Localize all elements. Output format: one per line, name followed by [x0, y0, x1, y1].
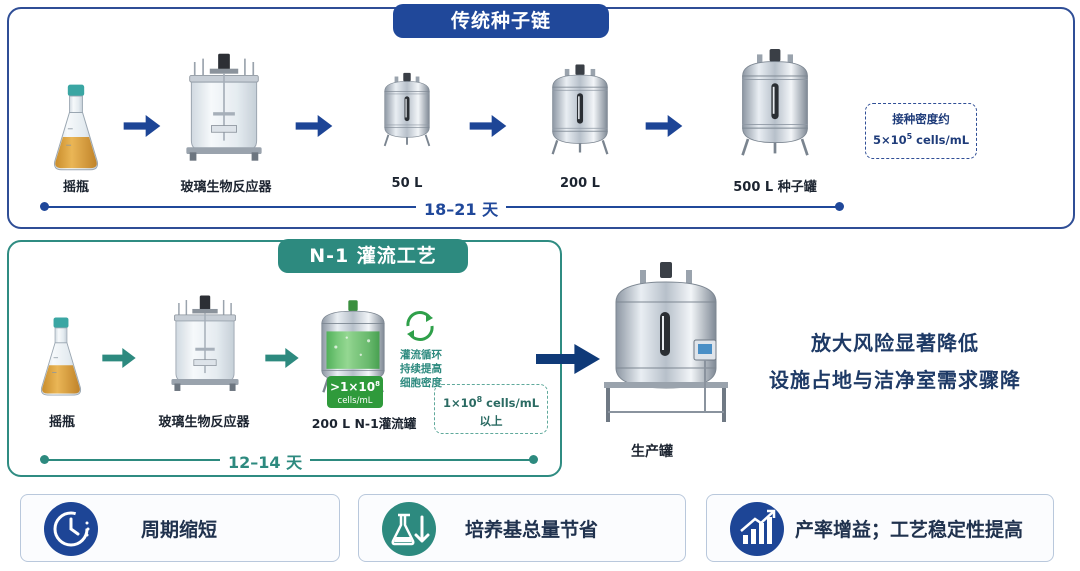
- step-label-200l: 200 L: [544, 176, 616, 191]
- arrow-right-icon: [264, 348, 300, 368]
- facility-footprint-text: 设施占地与洁净室需求骤降: [760, 364, 1030, 393]
- step-label-glass-bioreactor-n1: 玻璃生物反应器: [146, 411, 262, 430]
- timeline-start-dot: [40, 202, 49, 211]
- perfusion-description: 灌流循环 持续提高 细胞密度: [400, 348, 442, 390]
- production-tank-icon: [600, 262, 730, 430]
- arrow-right-icon: [122, 115, 162, 137]
- seeding-density-note: 接种密度约 5×105 cells/mL: [865, 103, 977, 159]
- growth-chart-icon: [729, 501, 785, 557]
- step-label-50l: 50 L: [370, 176, 444, 191]
- arrow-right-icon: [466, 115, 510, 137]
- timeline-end-dot: [835, 202, 844, 211]
- timeline-label-top: 18–21 天: [416, 196, 506, 220]
- cell-density-badge: >1×108 cells/mL: [327, 376, 383, 408]
- steel-tank-200l-icon: [542, 50, 618, 170]
- timeline-label-mid: 12–14 天: [220, 449, 310, 473]
- high-density-note: 1×108 cells/mL 以上: [434, 384, 548, 434]
- arrow-right-icon: [101, 348, 137, 368]
- arrow-to-production-icon: [536, 344, 600, 374]
- step-label-200l-n1-perfusion-tank: 200 L N-1灌流罐: [300, 413, 428, 432]
- shake-flask-icon: [38, 316, 84, 398]
- n1-perfusion-title: N-1 灌流工艺: [278, 239, 468, 273]
- arrow-right-icon: [292, 115, 336, 137]
- flask-down-icon: [381, 501, 437, 557]
- benefit-card-cycle: 周期缩短: [20, 494, 340, 562]
- step-label-shake-flask-n1: 摇瓶: [34, 411, 90, 430]
- step-label-shake-flask: 摇瓶: [46, 176, 106, 195]
- timeline-start-dot: [40, 455, 49, 464]
- steel-tank-50l-icon: [376, 54, 438, 166]
- timeline-end-dot: [529, 455, 538, 464]
- step-label-500l-seed-tank: 500 L 种子罐: [722, 176, 828, 195]
- traditional-seed-train-title: 传统种子链: [393, 4, 609, 38]
- recycle-loop-icon: [402, 310, 438, 342]
- shake-flask-icon: [50, 83, 102, 173]
- glass-bioreactor-icon: [164, 288, 246, 400]
- arrow-right-icon: [642, 115, 686, 137]
- benefit-card-productivity: 产率增益；工艺稳定性提高: [706, 494, 1054, 562]
- scaleup-risk-text: 放大风险显著降低: [760, 327, 1030, 356]
- benefit-card-media: 培养基总量节省: [358, 494, 686, 562]
- step-label-production-tank: 生产罐: [622, 441, 682, 461]
- clock-icon: [43, 501, 99, 557]
- glass-bioreactor-icon: [178, 46, 270, 170]
- steel-tank-500l-seed-icon: [730, 36, 820, 170]
- step-label-glass-bioreactor: 玻璃生物反应器: [168, 176, 284, 195]
